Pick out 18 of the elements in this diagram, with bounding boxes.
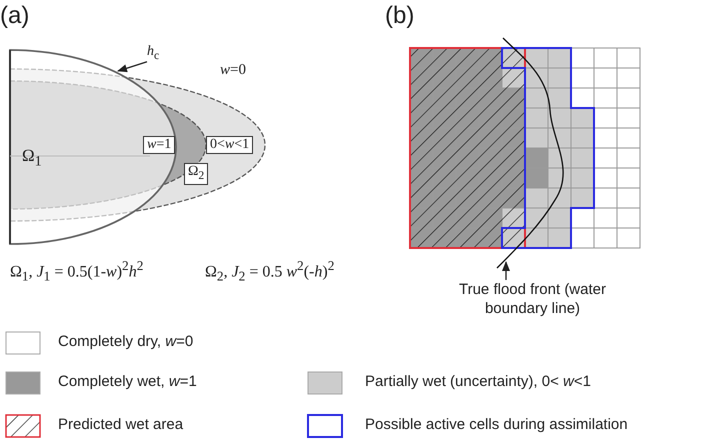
panel-label: (b) [385, 2, 414, 30]
leader-arrow [117, 61, 148, 72]
equation: Ω$_{2}$, J$_{2}$ = 0.5 w$^{2}$(-h)$^{2}$ [205, 258, 334, 285]
legend-text: Predicted wet area [58, 416, 184, 433]
legend-text: Completely dry, w=0 [58, 333, 194, 350]
region-label: w=0 [220, 62, 246, 79]
leader-arrow [502, 261, 510, 280]
equation: Ω$_{1}$, J$_{1}$ = 0.5(1-w)$^{2}$h$^{2}$ [10, 258, 144, 285]
contour-label: h$_{c}$ [147, 44, 160, 62]
legend-text: Partially wet (uncertainty), 0< w<1 [365, 373, 591, 390]
region-label: 0<w<1 [206, 136, 254, 154]
panel-label: (a) [0, 2, 30, 30]
region-label: Ω$_{2}$ [184, 163, 208, 185]
region-label: Ω$_{1}$ [22, 146, 42, 170]
region-label: w=1 [143, 136, 176, 154]
annotation-text: True flood front (water boundary line) [455, 280, 610, 318]
legend-text: Possible active cells during assimilation [365, 416, 628, 433]
legend-text: Completely wet, w=1 [58, 373, 197, 390]
